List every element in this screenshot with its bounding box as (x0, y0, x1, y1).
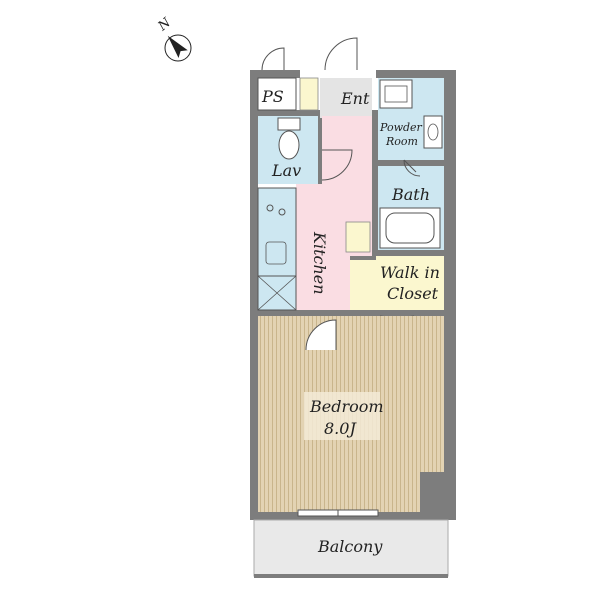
bath-label: Bath (391, 185, 430, 204)
bedroom-label: Bedroom (309, 397, 384, 416)
kitchen-storage (345, 221, 371, 253)
balcony-label: Balcony (317, 537, 383, 556)
stove-burner-icon (278, 208, 286, 216)
ps-area (257, 77, 297, 111)
walk-in-closet-label-line2: Closet (387, 284, 439, 303)
lavatory-door[interactable] (321, 149, 353, 181)
ps-door[interactable] (261, 47, 285, 71)
balcony-area (253, 519, 449, 577)
compass-label: N (155, 15, 175, 35)
kitchen-area-lower (296, 184, 322, 310)
lavatory-label: Lav (271, 161, 301, 180)
bedroom-area-notch (420, 472, 444, 512)
kitchen-counter (257, 187, 297, 277)
walk-in-closet-label-line1: Walk in (380, 263, 440, 282)
bedroom-label-bg (304, 392, 380, 440)
shoe-cabinet (299, 77, 319, 111)
powder-room-label-line2: Room (385, 135, 418, 148)
bath-door[interactable] (403, 159, 421, 177)
powder-room-label-line1: Powder (379, 121, 423, 134)
bedroom-size: 8.0J (324, 419, 357, 438)
balcony-window[interactable] (297, 509, 379, 517)
ps-label: PS (261, 87, 284, 106)
refrigerator-space (257, 275, 297, 311)
entrance-door[interactable] (324, 37, 358, 71)
toilet-icon (277, 117, 301, 160)
washing-machine-icon (379, 79, 413, 109)
bedroom-door[interactable] (305, 319, 337, 351)
washbasin-icon (423, 115, 443, 149)
compass: N (155, 15, 192, 62)
kitchen-label: Kitchen (310, 231, 329, 295)
entrance-area (320, 78, 372, 118)
kitchen-sink-icon (265, 241, 287, 265)
entrance-label: Ent (340, 89, 370, 108)
north-arrow-icon (167, 35, 188, 58)
bathtub-icon (379, 207, 441, 249)
walk-in-closet-area (350, 256, 444, 310)
stove-burner-icon (266, 204, 274, 212)
